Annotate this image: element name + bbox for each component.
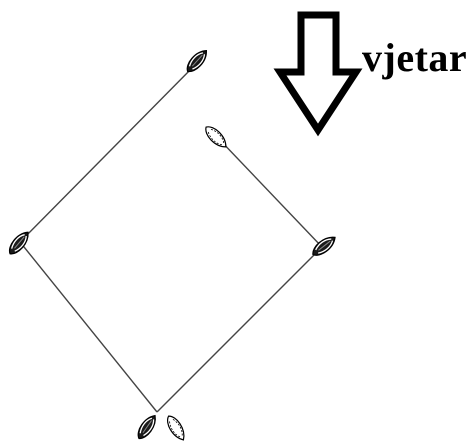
wind-label: vjetar bbox=[362, 35, 468, 80]
boat-bottom-dark bbox=[133, 411, 161, 443]
course-line-lower-left bbox=[19, 241, 158, 413]
boat-light bbox=[201, 122, 231, 152]
wind-arrow-icon bbox=[273, 11, 363, 137]
course-line-lower-right bbox=[156, 246, 323, 413]
course-lines bbox=[19, 63, 323, 413]
boat-top-dark bbox=[182, 46, 212, 76]
boat-bottom-light bbox=[163, 412, 189, 443]
boat-right-dark bbox=[308, 232, 340, 260]
course-line-upper-left bbox=[19, 63, 197, 243]
course-line-upper-right bbox=[217, 137, 323, 248]
